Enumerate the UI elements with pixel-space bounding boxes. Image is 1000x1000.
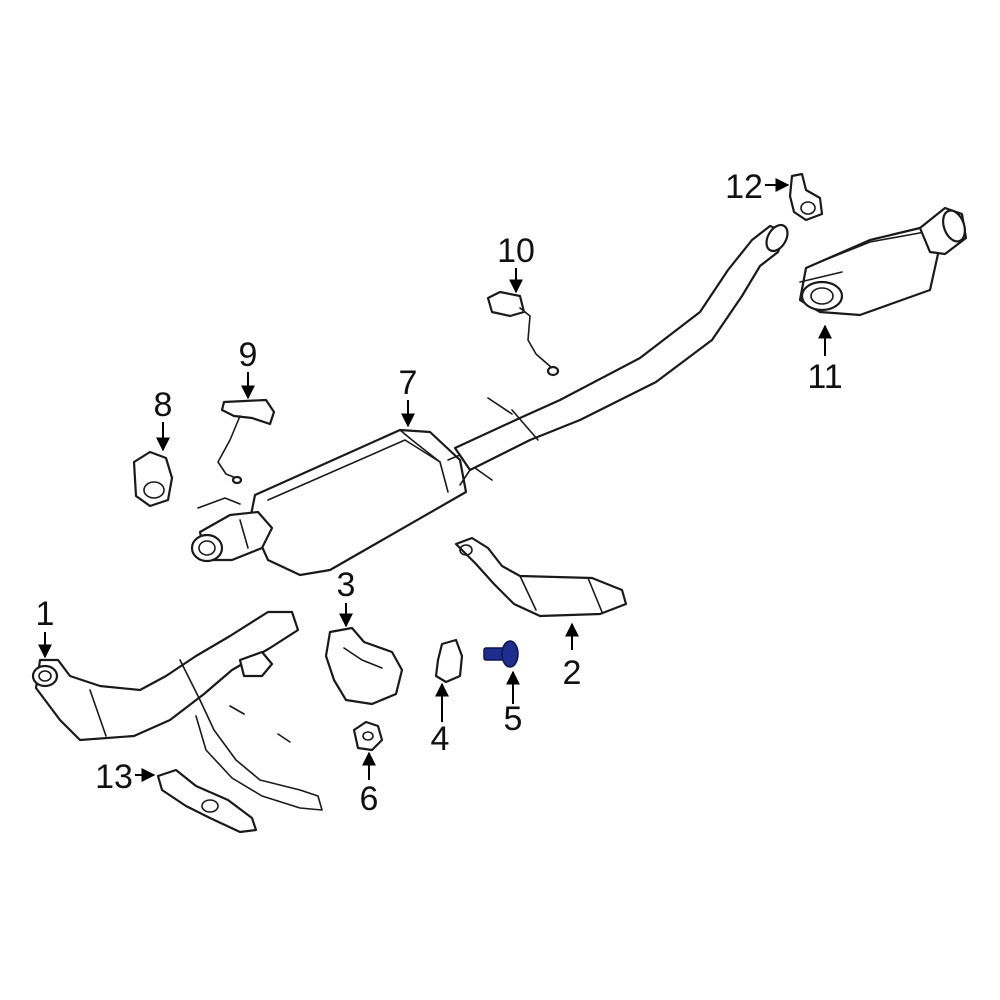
oxygen-sensor[interactable] bbox=[486, 290, 560, 377]
callout-13: 13 bbox=[95, 758, 133, 796]
callout-1: 1 bbox=[36, 595, 55, 633]
catalytic-converter-2[interactable] bbox=[454, 536, 628, 618]
front-pipe-catalytic-converter-1[interactable] bbox=[31, 610, 323, 811]
clamp-4[interactable] bbox=[434, 638, 464, 684]
clamp-13[interactable] bbox=[156, 768, 258, 834]
nut-6[interactable] bbox=[352, 720, 384, 752]
hanger-bracket-12[interactable] bbox=[788, 172, 824, 222]
rear-muffler[interactable] bbox=[798, 206, 969, 317]
callout-8: 8 bbox=[154, 386, 173, 424]
hanger-bracket-9[interactable] bbox=[217, 398, 276, 485]
callout-3: 3 bbox=[337, 566, 356, 604]
callout-4: 4 bbox=[431, 720, 450, 758]
callout-2: 2 bbox=[563, 654, 582, 692]
callout-12: 12 bbox=[725, 168, 763, 206]
callout-leaders bbox=[38, 178, 832, 782]
bracket-3[interactable] bbox=[324, 626, 404, 706]
callout-5: 5 bbox=[504, 700, 523, 738]
intermediate-pipe[interactable] bbox=[453, 221, 792, 472]
callout-6: 6 bbox=[360, 780, 379, 818]
callout-7: 7 bbox=[399, 364, 418, 402]
front-muffler[interactable] bbox=[190, 428, 493, 577]
callout-labels: 1 2 3 4 5 6 7 8 9 10 11 12 13 bbox=[36, 168, 843, 818]
callout-10: 10 bbox=[497, 232, 535, 270]
bolt-5[interactable] bbox=[483, 640, 519, 668]
insulator-8[interactable] bbox=[132, 450, 174, 508]
callout-9: 9 bbox=[239, 336, 258, 374]
callout-11: 11 bbox=[807, 358, 842, 396]
